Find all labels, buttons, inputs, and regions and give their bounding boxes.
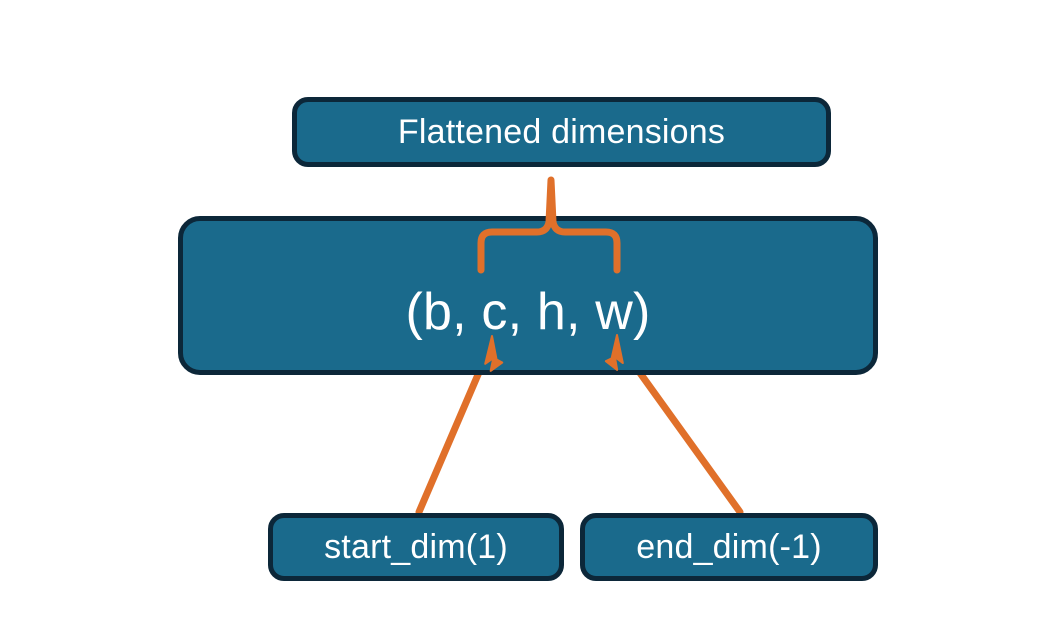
node-tensor-shape-label: (b, c, h, w) <box>405 282 651 341</box>
node-end-dim-label: end_dim(-1) <box>636 527 822 566</box>
node-flattened-dimensions-label: Flattened dimensions <box>397 112 726 151</box>
node-flattened-dimensions[interactable]: Flattened dimensions <box>292 97 831 167</box>
node-end-dim[interactable]: end_dim(-1) <box>580 513 878 581</box>
node-start-dim-label: start_dim(1) <box>324 527 508 566</box>
node-start-dim[interactable]: start_dim(1) <box>268 513 564 581</box>
node-tensor-shape[interactable]: (b, c, h, w) <box>178 216 878 375</box>
